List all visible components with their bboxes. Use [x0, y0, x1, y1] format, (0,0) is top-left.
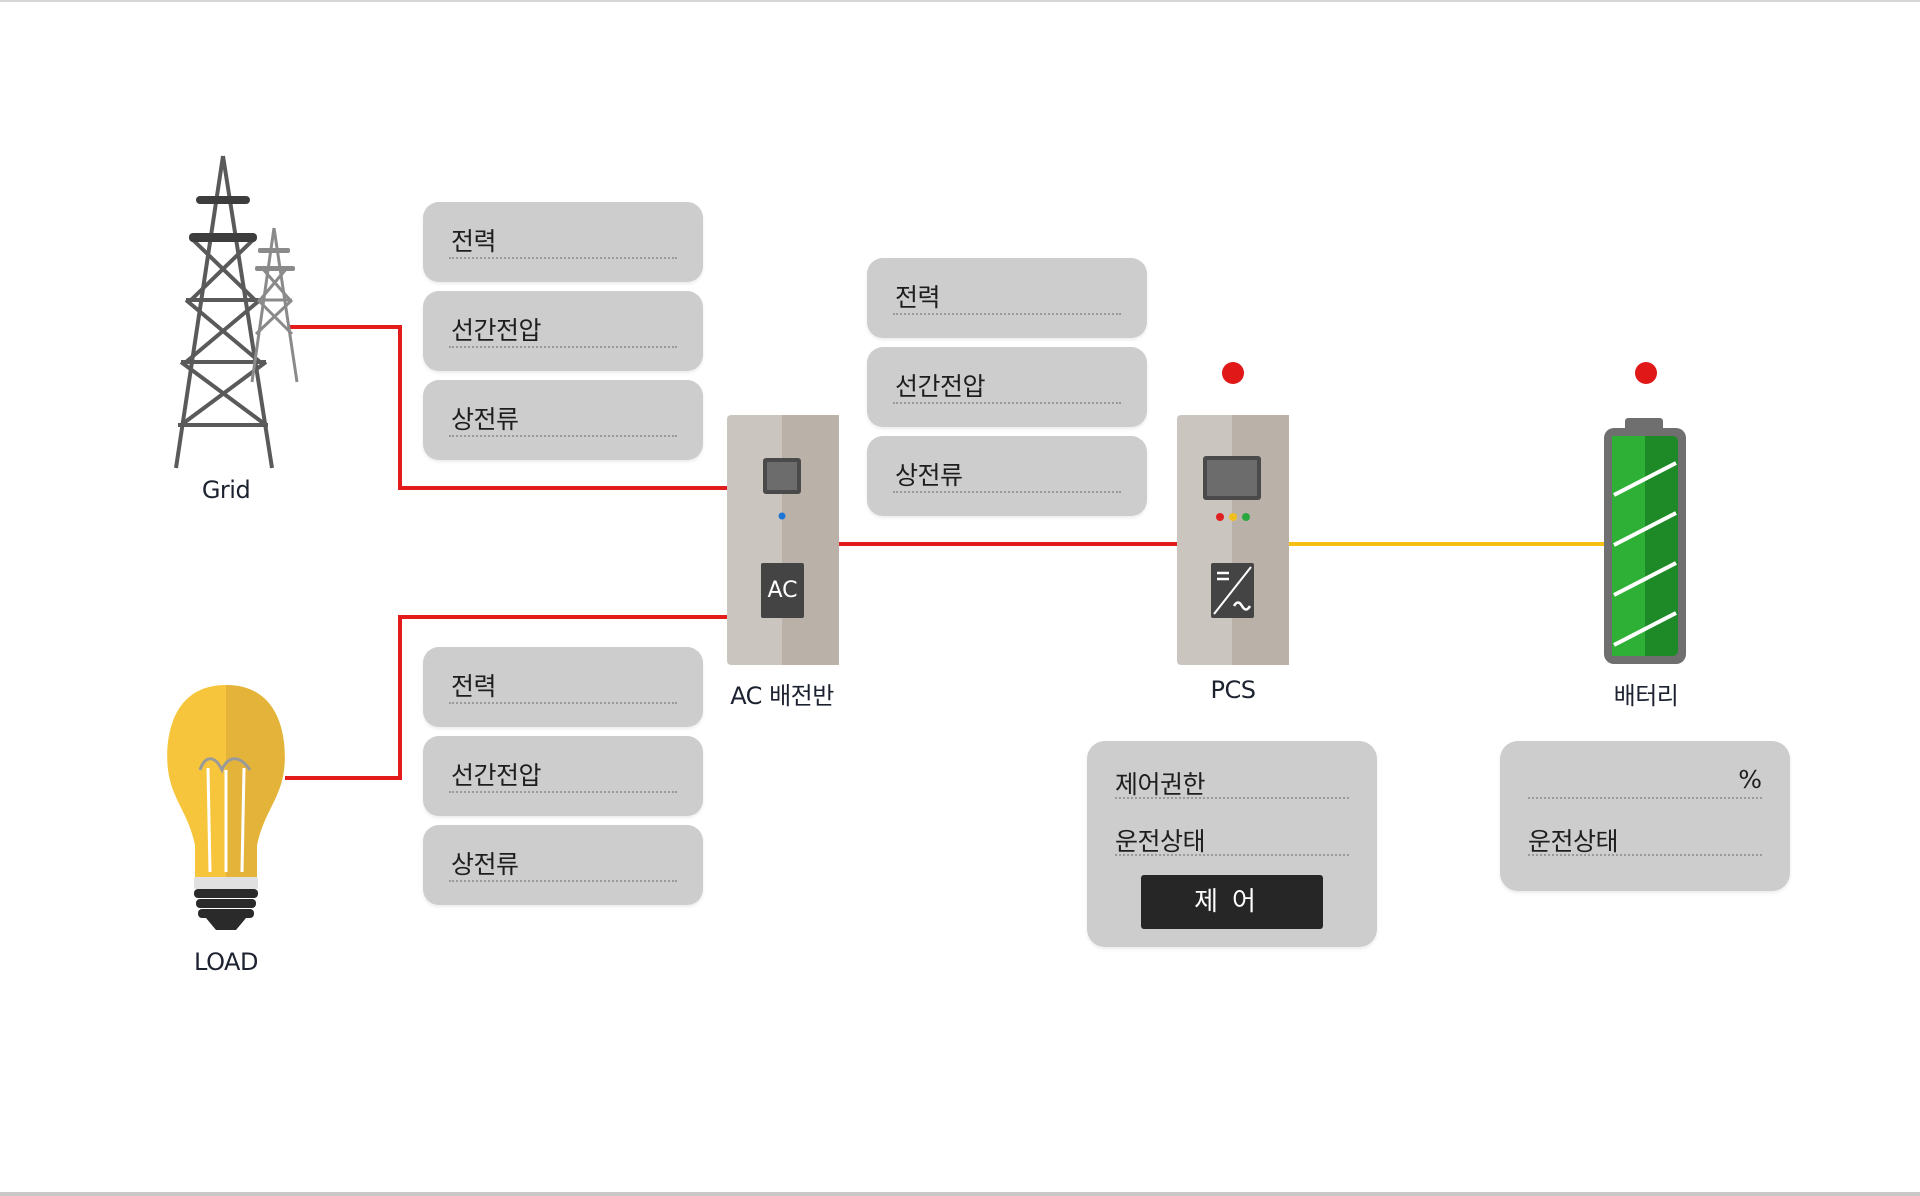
- pcs-label: PCS: [1210, 676, 1256, 704]
- pcs-run-status-divider: [1115, 854, 1349, 856]
- pcs-control-authority-row: 제어권한: [1115, 759, 1349, 799]
- grid-label: Grid: [201, 476, 251, 504]
- load-to-ac-line: [285, 615, 727, 780]
- ac-panel-icon: [727, 415, 839, 665]
- grid-phase-current-box: 상전류: [423, 380, 703, 460]
- pcs-status-led: [1222, 362, 1244, 384]
- pcs-line-voltage-box: 선간전압: [867, 347, 1147, 427]
- pcs-control-panel: 제어권한 운전상태 제어: [1087, 741, 1377, 947]
- pcs-phase-current-box: 상전류: [867, 436, 1147, 516]
- battery-run-status-label: 운전상태: [1528, 827, 1619, 856]
- load-power-divider: [449, 702, 677, 704]
- grid-to-ac-line: [290, 325, 727, 490]
- load-line-voltage-box: 선간전압: [423, 736, 703, 816]
- pcs-phase-current-label: 상전류: [895, 461, 963, 490]
- pcs-control-authority-label: 제어권한: [1115, 770, 1206, 799]
- load-phase-current-box: 상전류: [423, 825, 703, 905]
- pcs-control-button[interactable]: 제어: [1141, 875, 1323, 929]
- battery-icon: [1604, 418, 1686, 664]
- grid-power-divider: [449, 257, 677, 259]
- pcs-phase-current-divider: [893, 491, 1121, 493]
- load-phase-current-divider: [449, 880, 677, 882]
- lightbulb-icon: [167, 685, 285, 930]
- grid-phase-current-divider: [449, 435, 677, 437]
- battery-soc-divider: [1528, 797, 1762, 799]
- load-power-box: 전력: [423, 647, 703, 727]
- pcs-power-label: 전력: [895, 283, 941, 312]
- grid-line-voltage-box: 선간전압: [423, 291, 703, 371]
- grid-power-label: 전력: [451, 227, 497, 256]
- pcs-power-box: 전력: [867, 258, 1147, 338]
- load-line-voltage-divider: [449, 791, 677, 793]
- grid-line-voltage-divider: [449, 346, 677, 348]
- pcs-icon: [1177, 415, 1289, 665]
- ac-badge: AC: [767, 578, 798, 603]
- battery-status-led: [1635, 362, 1657, 384]
- grid-phase-current-label: 상전류: [451, 405, 519, 434]
- pcs-line-voltage-divider: [893, 402, 1121, 404]
- battery-status-panel: % 운전상태: [1500, 741, 1790, 891]
- load-line-voltage-label: 선간전압: [451, 761, 542, 790]
- bottom-border: [0, 1192, 1920, 1196]
- load-label: LOAD: [194, 948, 258, 976]
- battery-soc-unit: %: [1738, 765, 1762, 794]
- connection-lines: [285, 325, 1605, 780]
- pcs-run-status-row: 운전상태: [1115, 816, 1349, 856]
- load-phase-current-label: 상전류: [451, 850, 519, 879]
- pcs-control-authority-divider: [1115, 797, 1349, 799]
- load-power-label: 전력: [451, 672, 497, 701]
- top-border: [0, 0, 1920, 2]
- pcs-power-divider: [893, 313, 1121, 315]
- grid-tower-icon: [174, 155, 299, 469]
- grid-line-voltage-label: 선간전압: [451, 316, 542, 345]
- grid-power-box: 전력: [423, 202, 703, 282]
- pcs-run-status-label: 운전상태: [1115, 827, 1206, 856]
- battery-soc-row: %: [1528, 759, 1762, 799]
- battery-run-status-row: 운전상태: [1528, 816, 1762, 856]
- ac-panel-label: AC 배전반: [730, 682, 834, 710]
- pcs-line-voltage-label: 선간전압: [895, 372, 986, 401]
- battery-label: 배터리: [1613, 682, 1679, 710]
- battery-run-status-divider: [1528, 854, 1762, 856]
